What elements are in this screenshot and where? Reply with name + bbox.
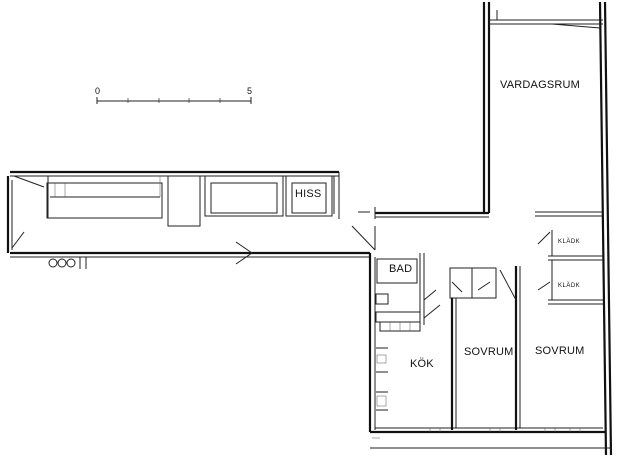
corridor-walls — [6, 170, 376, 269]
scale-end-label: 5 — [247, 86, 253, 96]
room-label-hiss: HISS — [295, 188, 322, 200]
closet-label-top: KLÄDK — [558, 239, 581, 245]
room-label-bad: BAD — [389, 263, 413, 275]
living-room-walls — [374, 1, 613, 456]
room-label-sovrum-2: SOVRUM — [535, 345, 585, 357]
bedroom-walls — [429, 230, 603, 432]
closet-label-bottom: KLÄDK — [558, 283, 581, 289]
kitchen-walls — [368, 253, 612, 449]
room-label-vardagsrum: VARDAGSRUM — [500, 79, 581, 91]
room-label-sovrum-1: SOVRUM — [464, 346, 514, 358]
room-label-kok: KÖK — [410, 358, 434, 370]
scale-start-label: 0 — [95, 86, 101, 96]
scale-bar — [96, 97, 252, 104]
